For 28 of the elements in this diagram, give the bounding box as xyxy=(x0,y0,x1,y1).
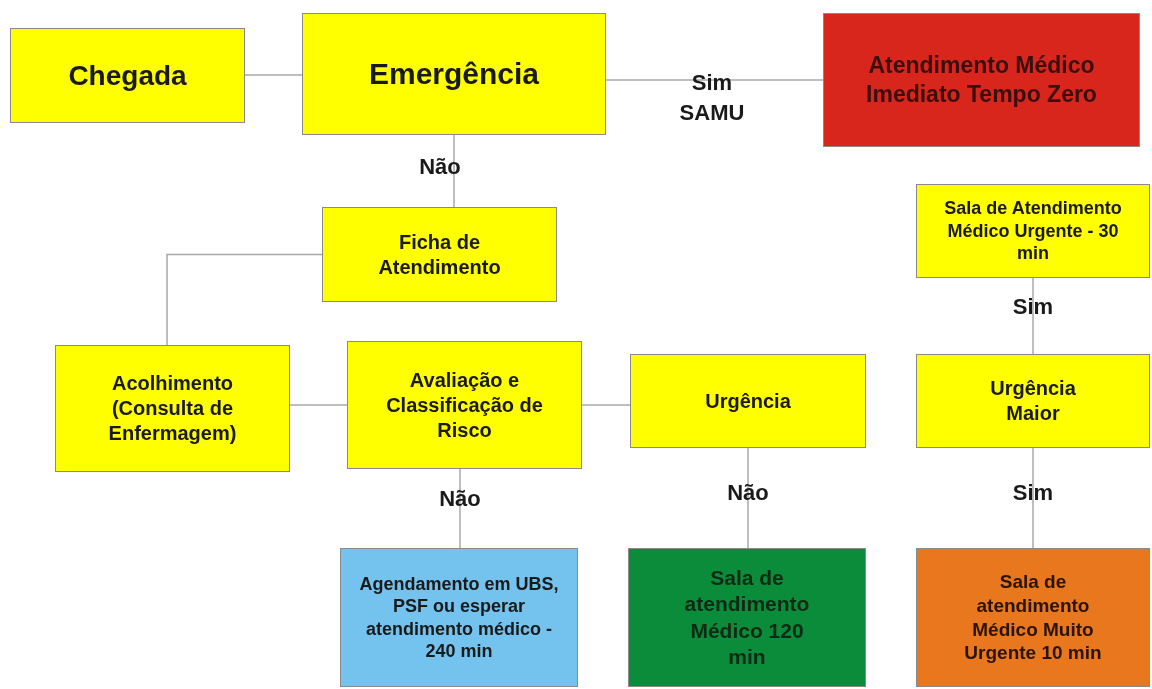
process-box: Ficha de Atendimento xyxy=(322,207,557,302)
process-box: Urgência xyxy=(630,354,866,448)
process-box: Atendimento Médico Imediato Tempo Zero xyxy=(823,13,1140,147)
process-box: Sala de Atendimento Médico Urgente - 30 min xyxy=(916,184,1150,278)
process-box: Chegada xyxy=(10,28,245,123)
process-box: Agendamento em UBS, PSF ou esperar atendimento médico - 240 min xyxy=(340,548,578,687)
process-box: Acolhimento (Consulta de Enfermagem) xyxy=(55,345,290,472)
connector-line xyxy=(1032,447,1034,549)
edge-label: Sim SAMU xyxy=(678,69,746,127)
process-box: Sala de atendimento Médico Muito Urgente 10 min xyxy=(916,548,1150,687)
edge-label: Não xyxy=(727,479,769,507)
edge-label: Sim xyxy=(1012,479,1054,507)
connector-line xyxy=(459,468,461,549)
connector-line xyxy=(605,79,824,81)
connector-line xyxy=(453,134,455,208)
edge-label: Não xyxy=(439,485,481,513)
edge-label: Não xyxy=(419,153,461,181)
edge-label: Sim xyxy=(1012,293,1054,321)
connector-line xyxy=(166,253,323,346)
connector-line xyxy=(581,404,631,406)
process-box: Sala de atendimento Médico 120 min xyxy=(628,548,866,687)
process-box: Urgência Maior xyxy=(916,354,1150,448)
connector-line xyxy=(289,404,348,406)
connector-line xyxy=(1032,277,1034,355)
process-box: Avaliação e Classificação de Risco xyxy=(347,341,582,469)
process-box: Emergência xyxy=(302,13,606,135)
connector-line xyxy=(244,74,303,76)
connector-line xyxy=(747,447,749,549)
